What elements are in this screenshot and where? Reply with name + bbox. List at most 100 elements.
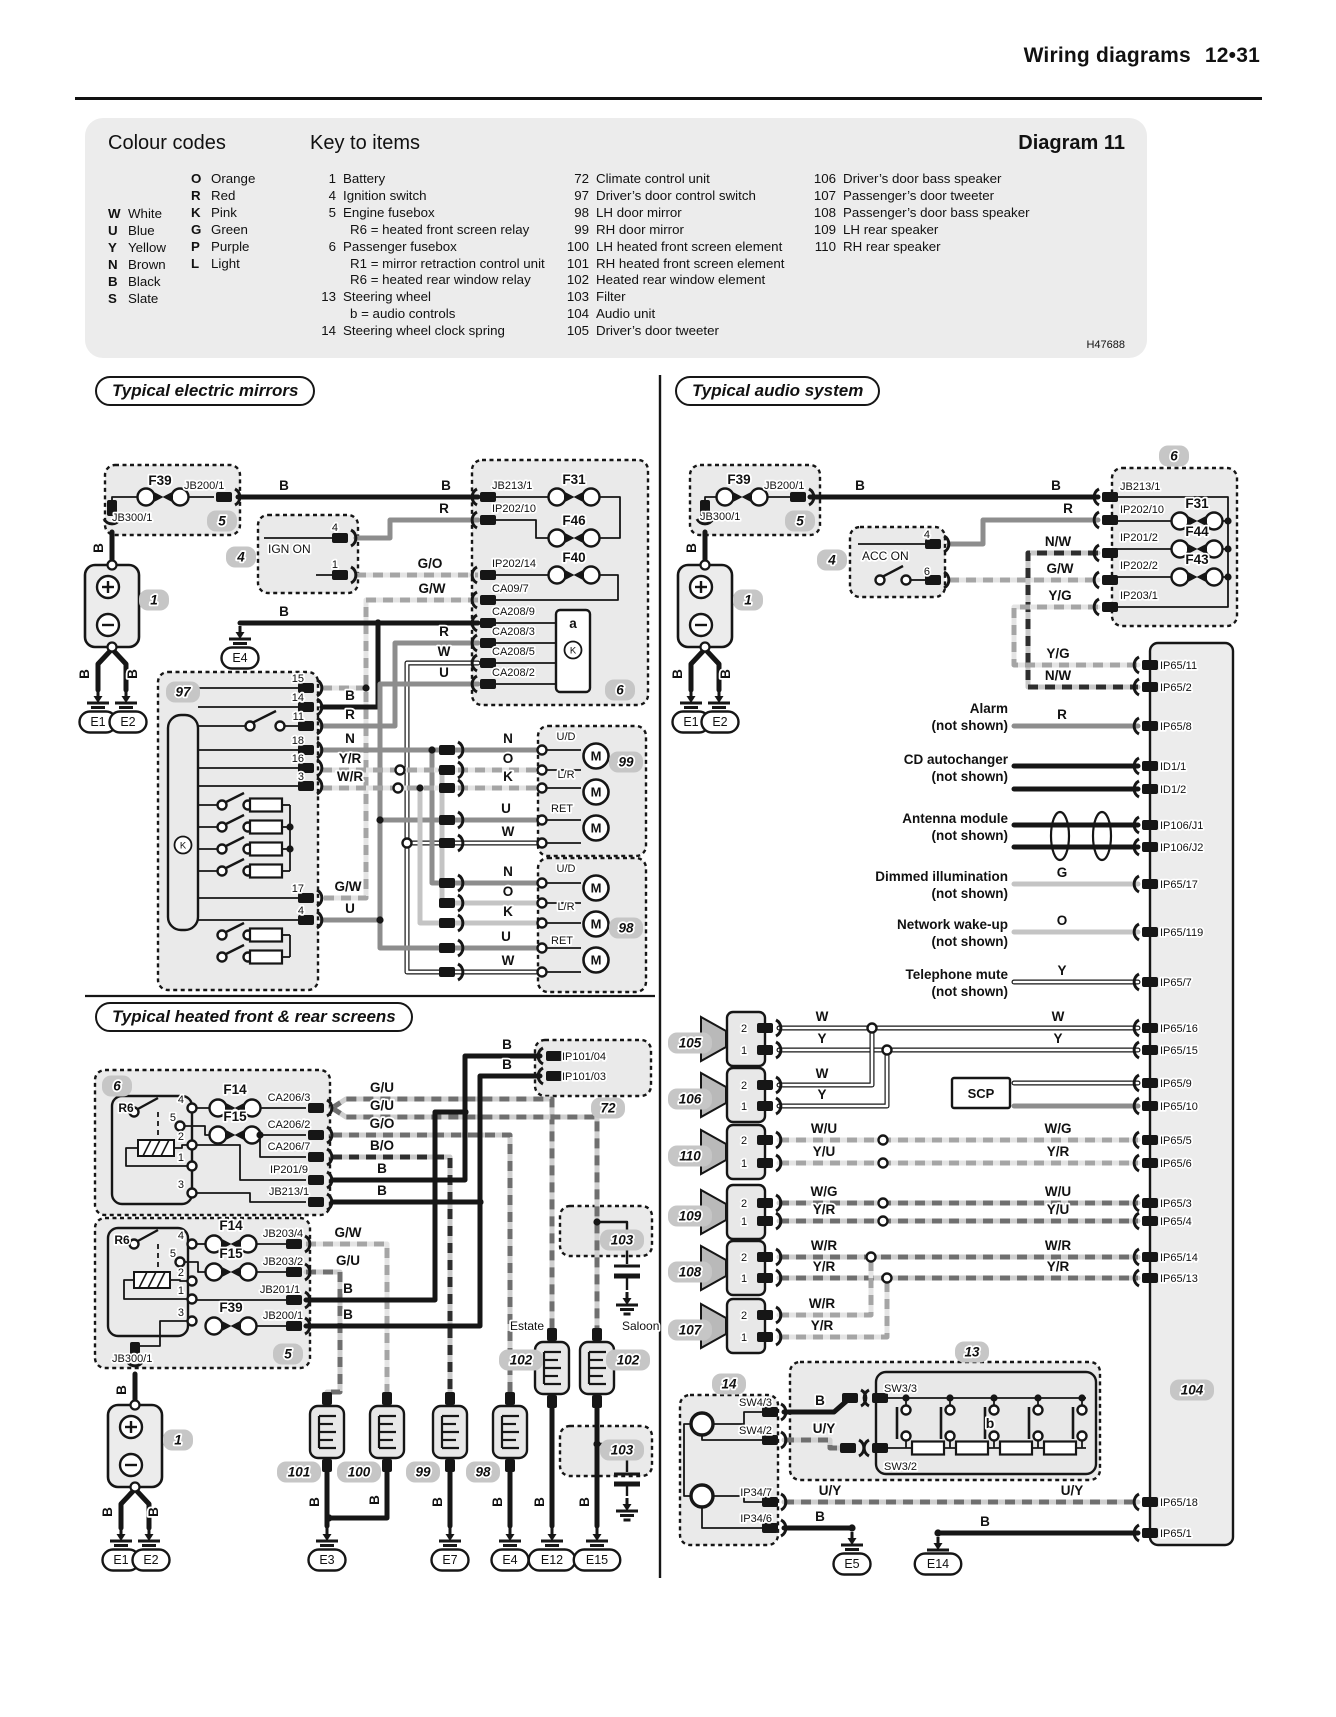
svg-text:CA208/3: CA208/3 — [492, 626, 535, 638]
svg-text:IP65/2: IP65/2 — [1160, 682, 1192, 694]
t: JB200/1 — [762, 478, 806, 494]
fus — [208, 1125, 262, 1145]
t: F44 — [1184, 522, 1211, 541]
svg-text:a: a — [569, 616, 577, 631]
svg-text:E12: E12 — [541, 1553, 563, 1567]
t: O — [1055, 911, 1069, 930]
svg-text:Y/U: Y/U — [1047, 1202, 1070, 1217]
con — [286, 1290, 312, 1310]
con — [757, 1268, 783, 1288]
t: R — [1061, 499, 1075, 518]
w — [1011, 604, 1141, 668]
svg-text:1: 1 — [178, 1285, 184, 1297]
svg-text:IP65/10: IP65/10 — [1160, 1101, 1198, 1113]
svg-text:102: 102 — [617, 1353, 640, 1368]
dot — [376, 916, 384, 924]
t: JB200/1 — [182, 478, 226, 494]
dot — [1034, 1394, 1042, 1402]
con — [470, 674, 496, 694]
svg-text:R: R — [439, 501, 449, 516]
con — [216, 487, 242, 507]
t: F46 — [561, 511, 588, 530]
svg-text:CD autochanger: CD autochanger — [904, 752, 1009, 767]
t: N/W — [1043, 532, 1073, 551]
svg-text:U/D: U/D — [557, 863, 576, 875]
svg-text:IP65/13: IP65/13 — [1160, 1273, 1198, 1285]
pil: E4 — [220, 646, 260, 670]
svg-text:F14: F14 — [223, 1082, 247, 1097]
t: 18 — [290, 733, 306, 749]
con — [470, 633, 496, 653]
t: JB203/4 — [261, 1226, 305, 1242]
l — [223, 835, 245, 849]
scp-box — [950, 1076, 1012, 1110]
section-title-audio-system: Typical audio system — [675, 376, 881, 406]
svg-text:N: N — [503, 864, 513, 879]
cir — [536, 877, 548, 889]
con — [439, 778, 465, 798]
t: 16 — [290, 751, 306, 767]
legend-key-item: R1 = mirror retraction control unit — [350, 255, 545, 271]
l — [223, 921, 245, 935]
svg-text:1: 1 — [744, 593, 752, 608]
svg-text:E1: E1 — [113, 1553, 128, 1567]
t: 14 — [290, 690, 306, 706]
cir — [186, 1315, 198, 1327]
svg-text:1: 1 — [741, 1332, 747, 1344]
svg-text:SW3/2: SW3/2 — [884, 1461, 917, 1473]
con — [1132, 1492, 1158, 1512]
t: U — [343, 899, 356, 918]
l — [488, 574, 619, 601]
t: 2 — [739, 1308, 749, 1324]
res — [1042, 1440, 1078, 1456]
svg-text:B: B — [377, 1183, 387, 1198]
svg-text:Estate: Estate — [510, 1319, 544, 1333]
svg-text:Y/R: Y/R — [811, 1318, 834, 1333]
bdg: 109 — [668, 1205, 712, 1227]
svg-text:106: 106 — [679, 1092, 702, 1107]
speaker-conn-109 — [725, 1183, 767, 1241]
t: (not shown) — [930, 884, 1010, 903]
cir — [877, 1157, 889, 1169]
element-100 — [368, 1392, 406, 1472]
svg-text:105: 105 — [679, 1036, 702, 1051]
w — [303, 1199, 483, 1329]
t: IP65/11 — [1158, 658, 1199, 674]
w — [326, 1457, 390, 1521]
t: 1 — [739, 1043, 749, 1059]
con — [757, 1153, 783, 1173]
t: 1 — [739, 1271, 749, 1287]
l — [223, 857, 245, 871]
svg-text:101: 101 — [288, 1465, 311, 1480]
svg-text:F46: F46 — [562, 513, 586, 528]
cir — [536, 897, 548, 909]
svg-text:M: M — [591, 749, 602, 764]
bdg: 102 — [606, 1349, 650, 1371]
dot — [934, 1529, 942, 1537]
pil: E1 — [671, 710, 711, 734]
t: R — [437, 499, 451, 518]
svg-text:IP65/16: IP65/16 — [1160, 1023, 1198, 1035]
t: IP65/18 — [1158, 1495, 1199, 1511]
t: CA206/2 — [266, 1117, 312, 1133]
cir — [881, 1272, 893, 1284]
t: W — [500, 951, 517, 970]
svg-text:U: U — [345, 901, 355, 916]
dot — [1224, 517, 1232, 525]
w — [132, 1486, 152, 1531]
t: 2 — [176, 1129, 186, 1145]
t: U — [499, 927, 512, 946]
svg-text:B: B — [367, 1495, 382, 1505]
svg-text:O: O — [503, 884, 514, 899]
svg-text:ACC ON: ACC ON — [862, 549, 909, 563]
dot — [476, 1198, 484, 1206]
t: CA208/3 — [490, 624, 536, 640]
bdg: 98 — [609, 917, 643, 939]
svg-text:R: R — [1063, 501, 1073, 516]
pil: E5 — [832, 1552, 872, 1576]
ell — [1091, 810, 1113, 862]
